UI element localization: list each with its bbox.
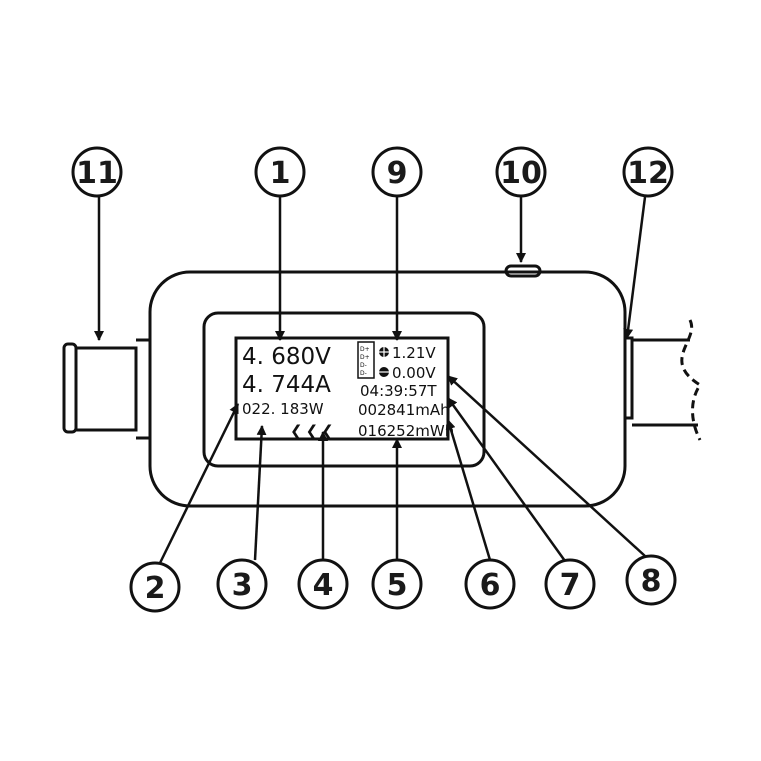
usb-plug-left bbox=[62, 338, 152, 440]
function-button[interactable] bbox=[504, 264, 542, 278]
callout-12: 12 bbox=[622, 146, 674, 198]
callout-5: 5 bbox=[371, 558, 423, 610]
callout-10-label: 10 bbox=[500, 156, 542, 191]
dminus-icon bbox=[379, 367, 389, 377]
current-direction-indicator: ❮❮❮ bbox=[290, 422, 337, 440]
dplus-icon bbox=[379, 347, 389, 357]
dminus-voltage: 0.00V bbox=[392, 364, 436, 382]
callout-11: 11 bbox=[71, 146, 123, 198]
arrow-2 bbox=[158, 403, 240, 564]
dplus-voltage: 1.21V bbox=[392, 344, 436, 362]
meter-body bbox=[148, 270, 627, 508]
panel-label: D+ bbox=[360, 346, 370, 353]
data-line-label-box: D+ D+ D- D- bbox=[357, 341, 375, 379]
current-reading: 4. 744A bbox=[242, 372, 331, 398]
callout-1-label: 1 bbox=[270, 156, 291, 191]
lcd-display bbox=[234, 336, 450, 441]
callout-3: 3 bbox=[216, 558, 268, 610]
callout-9: 9 bbox=[371, 146, 423, 198]
callout-11-label: 11 bbox=[76, 156, 118, 191]
callout-9-label: 9 bbox=[387, 156, 408, 191]
voltage-reading: 4. 680V bbox=[242, 344, 331, 370]
screen-bezel bbox=[202, 311, 486, 468]
panel-label: D- bbox=[360, 370, 367, 377]
callout-1: 1 bbox=[254, 146, 306, 198]
capacity-reading: 002841mAh bbox=[358, 401, 450, 419]
panel-label: D- bbox=[360, 362, 367, 369]
callout-7: 7 bbox=[544, 558, 596, 610]
usb-port-right bbox=[625, 319, 703, 441]
panel-label: D+ bbox=[360, 354, 370, 361]
callout-8: 8 bbox=[625, 554, 677, 606]
callout-6: 6 bbox=[464, 558, 516, 610]
arrow-7 bbox=[446, 397, 567, 562]
callout-4: 4 bbox=[297, 558, 349, 610]
callout-7-label: 7 bbox=[560, 568, 581, 603]
callout-6-label: 6 bbox=[480, 568, 501, 603]
callout-5-label: 5 bbox=[387, 568, 408, 603]
arrow-12 bbox=[623, 196, 647, 339]
callout-12-label: 12 bbox=[627, 156, 669, 191]
callout-2-label: 2 bbox=[145, 571, 166, 606]
power-reading: 022. 183W bbox=[242, 400, 324, 418]
arrow-8 bbox=[447, 375, 646, 557]
energy-reading: 016252mWh bbox=[358, 422, 454, 440]
callout-10: 10 bbox=[495, 146, 547, 198]
arrow-6 bbox=[445, 419, 492, 561]
callout-3-label: 3 bbox=[232, 568, 253, 603]
time-reading: 04:39:57T bbox=[360, 382, 437, 400]
callout-4-label: 4 bbox=[313, 568, 334, 603]
callout-2: 2 bbox=[129, 561, 181, 613]
arrow-3 bbox=[253, 425, 267, 561]
callout-8-label: 8 bbox=[641, 564, 662, 599]
leader-arrows bbox=[94, 196, 647, 564]
